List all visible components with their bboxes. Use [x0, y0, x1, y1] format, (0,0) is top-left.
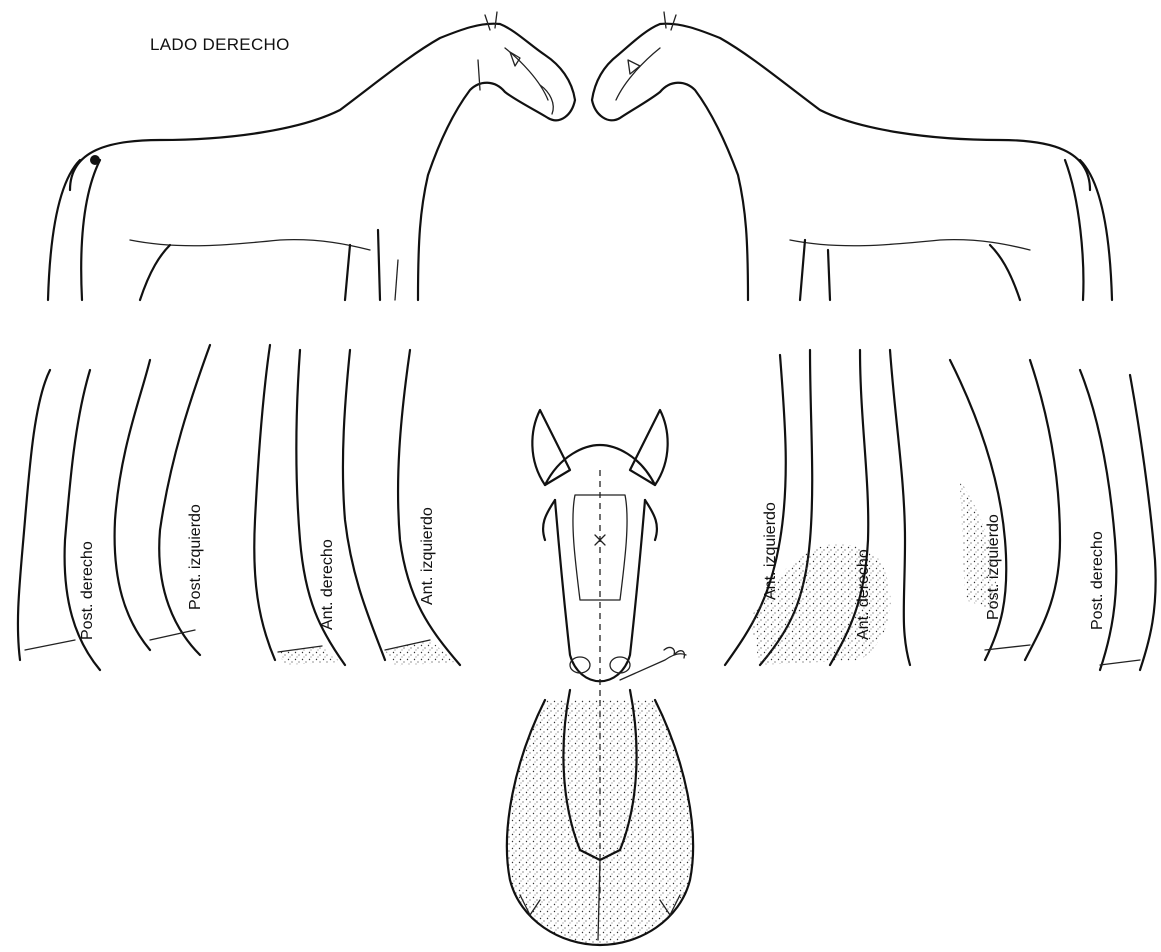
- leg-label-ant-derecho-right: Ant. derecho: [855, 549, 872, 640]
- tail-root-mark: [90, 155, 100, 165]
- horse-left-side-outline: [592, 12, 1112, 300]
- horse-front-view: [507, 410, 693, 945]
- leg-label-ant-izquierdo-left: Ant. izquierdo: [419, 507, 436, 605]
- leg-label-post-derecho-right: Post. derecho: [1089, 531, 1106, 630]
- horse-right-side-outline: [48, 12, 575, 300]
- leg-label-ant-izquierdo-right: Ant. izquierdo: [762, 502, 779, 600]
- leg-label-post-izquierdo-right: Post. izquierdo: [985, 514, 1002, 620]
- leg-label-post-derecho-left: Post. derecho: [79, 541, 96, 640]
- leg-label-post-izquierdo-left: Post. izquierdo: [187, 504, 204, 610]
- side-title: LADO DERECHO: [150, 35, 290, 54]
- leg-label-ant-derecho-left: Ant. derecho: [319, 539, 336, 630]
